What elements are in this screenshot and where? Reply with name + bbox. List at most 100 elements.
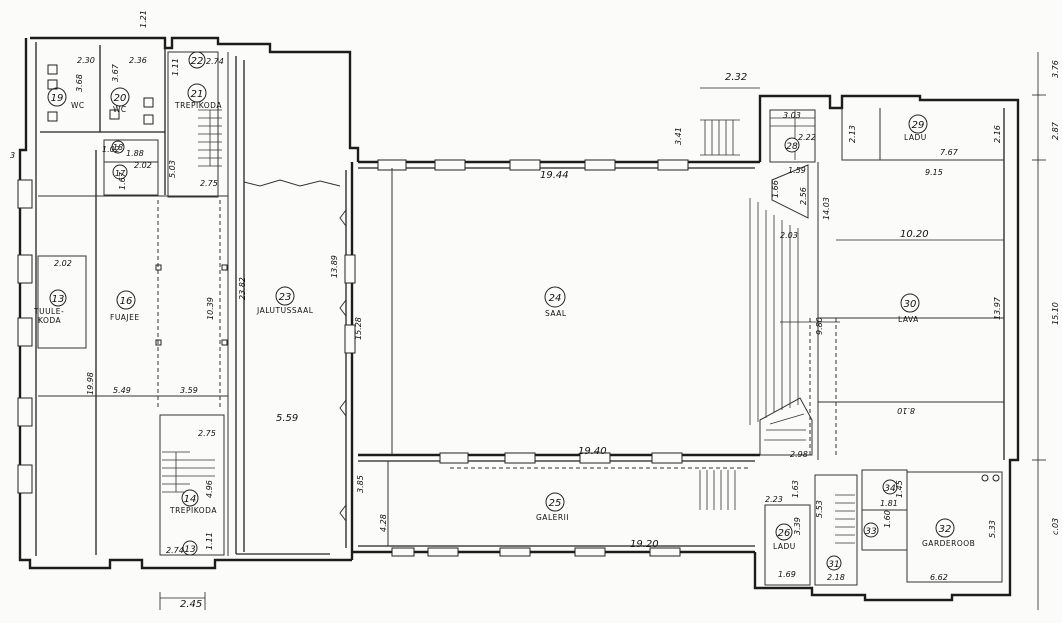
dim-14-03: 14.03 [822, 197, 831, 220]
dim-19-20: 19.20 [630, 539, 659, 550]
dim-3-03: 3.03 [783, 111, 801, 120]
dim-4-96: 4.96 [205, 480, 214, 498]
windows-top [377, 159, 689, 171]
dim-2-56: 2.56 [799, 187, 808, 205]
room-28-number: 28 [786, 142, 798, 152]
dim-2-13: 2.13 [848, 125, 857, 143]
dim-3-85: 3.85 [356, 475, 365, 493]
room-30-number: 30 [904, 299, 917, 310]
room-30-marker: 30 LAVA [898, 293, 920, 324]
dim-1-60: 1.60 [883, 510, 892, 528]
dim-5-49: 5.49 [113, 386, 131, 395]
room-31-number: 31 [828, 560, 839, 570]
stage-area [699, 108, 1004, 510]
dim-2-03: 2.03 [780, 231, 798, 240]
room-26-marker: 26 LADU [773, 523, 796, 551]
room-29-name: LADU [904, 133, 927, 142]
dim-3-67: 3.67 [111, 63, 120, 82]
dim-5-53: 5.53 [815, 500, 824, 518]
dim-8-10: 8.10 [897, 406, 915, 415]
dim-15-28: 15.28 [354, 317, 363, 340]
room-20-marker: 20 WC [110, 87, 130, 114]
room-32-name: GARDEROOB [922, 539, 975, 548]
dim-1-45: 1.45 [895, 480, 904, 498]
dim-5-03: 5.03 [168, 160, 177, 178]
dim-3-41: 3.41 [674, 127, 683, 145]
dim-1-11-top: 1.11 [171, 58, 180, 76]
dim-1-69: 1.69 [778, 570, 796, 579]
room-21-name: TREPIKODA [174, 101, 222, 110]
room-33-number: 33 [865, 527, 877, 537]
dim-13-89: 13.89 [330, 255, 339, 278]
room-32-number: 32 [939, 524, 952, 535]
dim-2-75-bot: 2.75 [198, 429, 216, 438]
room-29-marker: 29 LADU [904, 114, 928, 142]
dim-2-32: 2.32 [725, 72, 747, 83]
room-26-number: 26 [778, 528, 791, 539]
dimension-labels: 1.21 2.30 2.36 3.68 3.67 1.11 2.74 1.02 … [10, 10, 1060, 610]
room-25-number: 25 [549, 498, 562, 509]
dim-2-22: 2.22 [798, 133, 816, 142]
main-hall-interior [344, 168, 750, 546]
room-19-number: 19 [51, 93, 64, 104]
room-23-number: 23 [279, 292, 292, 303]
dim-3-68: 3.68 [75, 74, 84, 92]
dim-1-11-bot: 1.11 [205, 532, 214, 550]
dim-19-44: 19.44 [540, 170, 569, 181]
room-22-marker: 22 [188, 51, 206, 69]
room-13b-number: 13 [184, 545, 196, 555]
exterior-walls [18, 36, 1020, 602]
room-13-number: 13 [52, 294, 65, 305]
dim-1-02: 1.02 [102, 145, 120, 154]
dim-2-16: 2.16 [993, 125, 1002, 143]
dim-1-59: 1.59 [788, 166, 806, 175]
dim-4-28: 4.28 [379, 514, 388, 532]
room-18-marker: 18 [111, 140, 125, 154]
room-markers: 19 WC 20 WC 22 21 TREPIKODA 18 17 13 T [33, 51, 975, 571]
dim-3-39: 3.39 [793, 517, 802, 535]
dim-2-02-a: 2.02 [134, 161, 152, 170]
room-20-name: WC [113, 105, 127, 114]
room-26-name: LADU [773, 542, 796, 551]
room-23-marker: 23 JALUTUSSAAL [256, 286, 314, 315]
room-14-name: TREPIKODA [169, 506, 217, 515]
dim-2-45: 2.45 [180, 599, 202, 610]
dim-1-67: 1.67 [118, 171, 127, 190]
dim-2-23: 2.23 [765, 495, 783, 504]
room-22-number: 22 [191, 56, 204, 67]
dim-5-59: 5.59 [276, 413, 298, 424]
dim-2-36: 2.36 [129, 56, 147, 65]
room-24-marker: 24 SAAL [544, 286, 567, 318]
dim-7-67: 7.67 [940, 148, 959, 157]
dim-6-62: 6.62 [930, 573, 948, 582]
room-32-marker: 32 GARDEROOB [922, 518, 975, 548]
dim-1-66: 1.66 [771, 180, 780, 198]
dim-3: 3 [10, 151, 15, 160]
room-16-name: FUAJEE [110, 313, 140, 322]
room-24-name: SAAL [545, 309, 567, 318]
dim-3-59: 3.59 [180, 386, 198, 395]
room-13-name2: KODA [38, 316, 62, 325]
dim-2-74-bot: 2.74 [166, 546, 184, 555]
room-18-number: 18 [113, 143, 123, 152]
room-24-number: 24 [549, 293, 562, 304]
room-25-marker: 25 GALERII [536, 492, 569, 522]
room-17-marker: 17 [112, 164, 128, 180]
left-wing-interior [37, 45, 347, 556]
dim-23-82: 23.82 [238, 277, 247, 300]
room-16-marker: 16 FUAJEE [110, 290, 140, 322]
room-17-number: 17 [115, 169, 126, 178]
dim-1-63: 1.63 [791, 480, 800, 498]
dim-2-87: 2.87 [1051, 121, 1060, 140]
room-19-name: WC [71, 101, 85, 110]
room-14-number: 14 [184, 494, 197, 505]
room-13b-marker: 13 [182, 540, 198, 556]
dim-10-20: 10.20 [900, 229, 929, 240]
dim-2-75-top: 2.75 [200, 179, 218, 188]
room-23-name: JALUTUSSAAL [256, 306, 314, 315]
dim-19-98: 19.98 [86, 372, 95, 395]
room-16-number: 16 [120, 296, 133, 307]
room-21-marker: 21 TREPIKODA [174, 83, 222, 110]
room-30-name: LAVA [898, 315, 919, 324]
room-13-name: TUULE- [33, 307, 64, 316]
